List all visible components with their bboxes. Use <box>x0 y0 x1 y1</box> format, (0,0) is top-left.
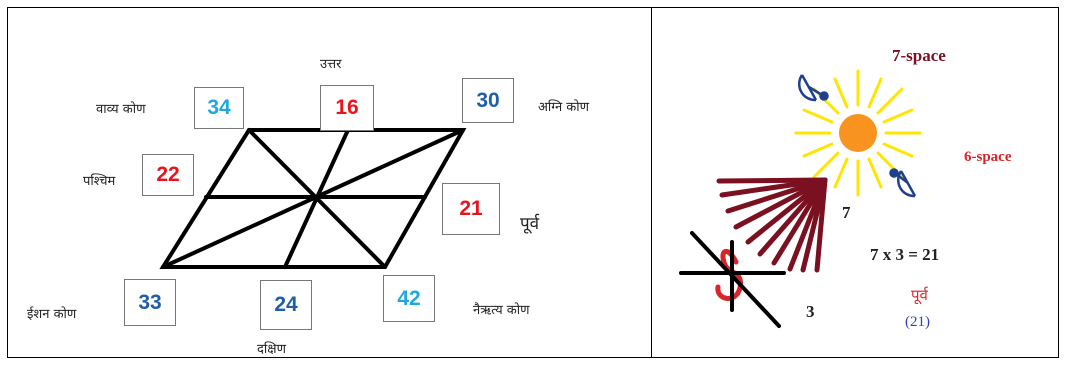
number-north: 16 <box>335 96 359 119</box>
sun-diagram <box>679 69 922 328</box>
dish-icon-top <box>797 74 829 102</box>
label-southwest: ईशन कोण <box>27 307 77 322</box>
number-south: 24 <box>274 293 298 316</box>
number-northwest: 34 <box>207 96 231 119</box>
number-east: 21 <box>459 197 483 220</box>
number-box-southwest: 33 <box>124 279 176 326</box>
number-box-southeast: 42 <box>383 275 435 322</box>
sun-core <box>839 114 877 152</box>
dish-icon-bottom <box>889 168 917 198</box>
number-box-south: 24 <box>260 280 312 330</box>
label-3: 3 <box>806 302 815 321</box>
panel-divider <box>651 7 652 358</box>
numerology-panel: 7-space 6-space 7 7 x 3 = 21 पूर्व (21) … <box>652 8 1058 357</box>
number-southeast: 42 <box>397 286 421 310</box>
label-northeast: अग्नि कोण <box>538 100 590 115</box>
direction-value: (21) <box>905 314 930 330</box>
black-cross <box>679 231 786 328</box>
label-7: 7 <box>842 203 851 222</box>
outer-frame <box>7 7 1059 358</box>
label-north: उत्तर <box>320 57 342 72</box>
label-south: दक्षिण <box>257 342 286 357</box>
direction-east: पूर्व <box>911 286 928 304</box>
parallelogram-diagram <box>159 128 467 269</box>
label-west: पश्चिम <box>83 174 116 189</box>
number-box-northwest: 34 <box>194 87 244 129</box>
label-northwest: वाव्य कोण <box>96 102 146 117</box>
number-box-east: 21 <box>442 183 500 235</box>
label-6-space: 6-space <box>964 149 1012 165</box>
number-box-north: 16 <box>320 85 374 131</box>
number-box-northeast: 30 <box>462 78 514 123</box>
number-southwest: 33 <box>138 290 162 314</box>
number-northeast: 30 <box>476 88 500 112</box>
number-west: 22 <box>156 163 180 186</box>
label-east: पूर्व <box>520 214 540 234</box>
vastu-grid-panel: उत्तर वाव्य कोण अग्नि कोण पश्चिम पूर्व ई… <box>8 8 651 357</box>
label-southeast: नैऋत्य कोण <box>473 303 530 318</box>
equation: 7 x 3 = 21 <box>870 245 940 264</box>
label-7-space: 7-space <box>892 46 946 65</box>
number-box-west: 22 <box>142 154 194 196</box>
ray-fan <box>716 177 828 273</box>
